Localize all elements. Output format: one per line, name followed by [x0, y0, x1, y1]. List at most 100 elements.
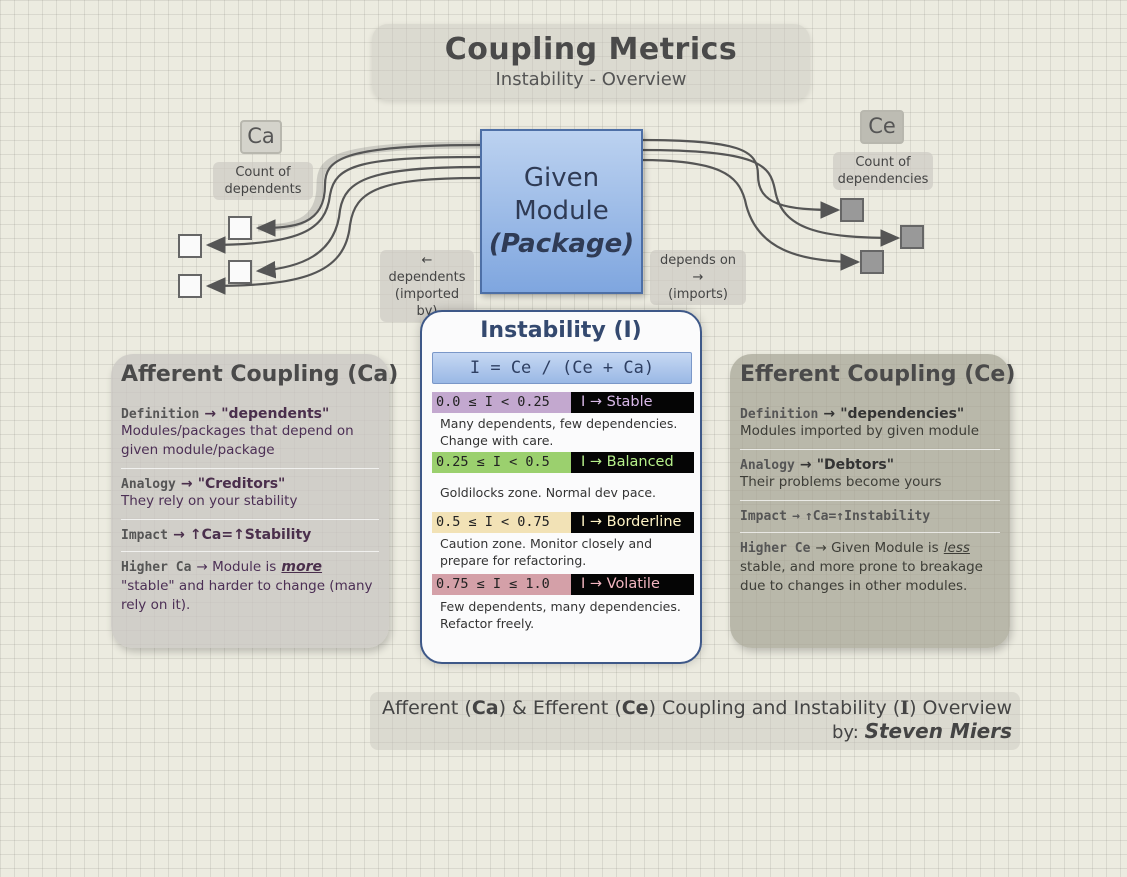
page-title: Coupling Metrics	[444, 32, 738, 67]
analogy-value: "Debtors"	[816, 457, 894, 473]
instability-title: Instability (I)	[480, 318, 642, 343]
title-banner: Coupling Metrics Instability - Overview	[372, 24, 810, 100]
caption-line: depends on →	[659, 253, 737, 285]
definition-value: "dependencies"	[840, 406, 965, 422]
footer-credit: Afferent (Ca) & Efferent (Ce) Coupling a…	[370, 692, 1020, 750]
definition-desc: Modules/packages that depend on given mo…	[121, 423, 354, 458]
count-dependents-caption: Count of dependents	[213, 162, 313, 200]
caption-line: (imports)	[668, 287, 728, 302]
dependency-module-square	[840, 198, 864, 222]
afferent-analogy: Analogy → "Creditors" They rely on your …	[121, 469, 379, 520]
higher-pre: → Module is	[196, 559, 277, 575]
higher-emphasis: less	[943, 540, 970, 556]
instability-formula: I = Ce / (Ce + Ca)	[432, 352, 692, 384]
module-label-line2: Module	[514, 196, 609, 226]
footer-text: ) Coupling and Instability (	[648, 697, 901, 719]
ce-tag: Ce	[860, 110, 904, 144]
impact-key: Impact	[121, 528, 168, 543]
footer-ce: Ce	[621, 697, 649, 719]
depends-direction-caption: depends on → (imports)	[650, 250, 746, 305]
higher-pre: → Given Module is	[815, 540, 939, 556]
ca-tag: Ca	[240, 120, 282, 154]
analogy-desc: They rely on your stability	[121, 493, 298, 509]
footer-author: Steven Miers	[864, 719, 1012, 743]
range-row-balanced: 0.25 ≤ I < 0.5 I → Balanced	[432, 452, 694, 473]
dependency-module-square	[900, 225, 924, 249]
count-dependencies-caption: Count of dependencies	[833, 152, 933, 190]
range-desc: Caution zone. Monitor closely and prepar…	[440, 536, 653, 568]
arrow: →	[180, 476, 193, 492]
arrow: →	[204, 406, 217, 422]
link-ce-1	[638, 138, 841, 219]
range-desc: Many dependents, few dependencies. Chang…	[440, 416, 678, 448]
range-label: I → Volatile	[571, 574, 694, 595]
afferent-coupling-panel: Afferent Coupling (Ca) Definition → "dep…	[111, 354, 399, 648]
analogy-value: "Creditors"	[197, 476, 286, 492]
arrow: →	[792, 509, 800, 524]
arrow: →	[173, 527, 185, 543]
range-label: I → Stable	[571, 392, 694, 413]
efferent-title: Efferent Coupling (Ce)	[740, 362, 1016, 387]
range-label: I → Balanced	[571, 452, 694, 473]
footer-text: Afferent (	[382, 697, 472, 719]
module-label-line3: (Package)	[488, 229, 635, 259]
analogy-key: Analogy	[740, 458, 795, 473]
efferent-definition: Definition → "dependencies" Modules impo…	[740, 399, 1000, 450]
footer-by: by:	[832, 722, 859, 743]
dependent-module-square	[228, 260, 252, 284]
footer-title: Afferent (Ca) & Efferent (Ce) Coupling a…	[370, 697, 1012, 719]
analogy-desc: Their problems become yours	[740, 474, 942, 490]
higher-key: Higher Ce	[740, 541, 811, 556]
analogy-key: Analogy	[121, 477, 176, 492]
caption-line: dependencies	[837, 172, 929, 187]
higher-desc: stable, and more prone to breakage due t…	[740, 559, 983, 594]
efferent-analogy: Analogy → "Debtors" Their problems becom…	[740, 450, 1000, 501]
range-row-borderline: 0.5 ≤ I < 0.75 I → Borderline	[432, 512, 694, 533]
link-ca-4	[205, 176, 481, 295]
range-value: 0.75 ≤ I ≤ 1.0	[432, 574, 571, 595]
link-ce-3	[638, 158, 861, 271]
footer-text: ) Overview	[909, 697, 1012, 719]
dependency-module-square	[860, 250, 884, 274]
afferent-definition: Definition → "dependents" Modules/packag…	[121, 399, 379, 469]
range-row-volatile: 0.75 ≤ I ≤ 1.0 I → Volatile	[432, 574, 694, 595]
higher-key: Higher Ca	[121, 560, 192, 575]
range-desc: Few dependents, many dependencies. Refac…	[440, 599, 681, 631]
range-label: I → Borderline	[571, 512, 694, 533]
impact-key: Impact	[740, 509, 787, 524]
caption-line: dependents	[224, 182, 302, 197]
link-ca-1	[255, 143, 481, 237]
arrow: →	[799, 457, 812, 473]
footer-byline: by: Steven Miers	[370, 719, 1012, 743]
definition-key: Definition	[740, 407, 819, 422]
range-value: 0.5 ≤ I < 0.75	[432, 512, 571, 533]
link-ce-2	[638, 148, 901, 247]
footer-i: I	[900, 697, 910, 719]
footer-ca: Ca	[471, 697, 499, 719]
impact-value: ↑Ca=↑Stability	[189, 527, 312, 543]
impact-value: ↑Ca=↑Instability	[804, 509, 931, 524]
page-subtitle: Instability - Overview	[495, 69, 687, 90]
dependent-module-square	[178, 234, 202, 258]
efferent-higher: Higher Ce → Given Module is less stable,…	[740, 533, 1000, 604]
range-desc: Goldilocks zone. Normal dev pace.	[440, 485, 657, 500]
range-value: 0.25 ≤ I < 0.5	[432, 452, 571, 473]
higher-desc: "stable" and harder to change (many rely…	[121, 578, 373, 613]
caption-line: Count of	[855, 155, 911, 170]
link-ca-3	[255, 165, 481, 279]
footer-text: ) & Efferent (	[498, 697, 622, 719]
afferent-higher: Higher Ca → Module is more "stable" and …	[121, 552, 379, 623]
link-ca-2	[205, 155, 481, 254]
efferent-impact: Impact → ↑Ca=↑Instability	[740, 501, 1000, 533]
higher-emphasis: more	[281, 559, 323, 575]
caption-line: Count of	[235, 165, 291, 180]
range-row-stable: 0.0 ≤ I < 0.25 I → Stable	[432, 392, 694, 413]
arrow: →	[823, 406, 836, 422]
afferent-title: Afferent Coupling (Ca)	[121, 362, 399, 387]
dependent-module-square	[228, 216, 252, 240]
definition-key: Definition	[121, 407, 200, 422]
module-label-line1: Given	[523, 163, 600, 193]
instability-panel: Instability (I) I = Ce / (Ce + Ca) 0.0 ≤…	[420, 310, 702, 664]
dependent-module-square	[178, 274, 202, 298]
